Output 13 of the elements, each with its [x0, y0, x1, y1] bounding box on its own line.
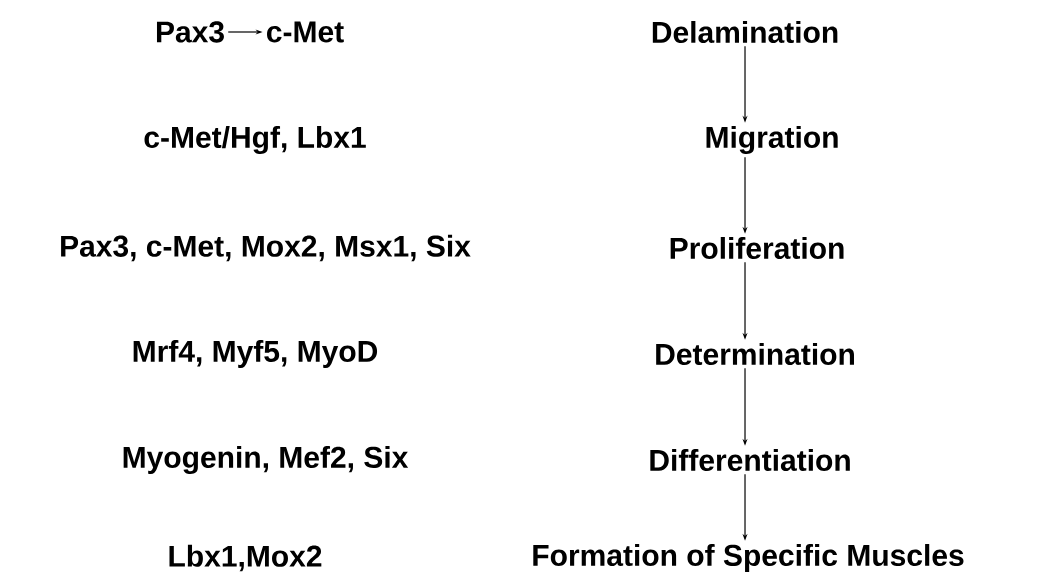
gene-list: Lbx1,Mox2	[169, 544, 322, 572]
stage-label: Proliferation	[670, 237, 844, 259]
stage-label: Formation of Specific Muscles	[533, 544, 964, 572]
stage-label: Determination	[656, 343, 854, 365]
stage-label: Pax3	[157, 21, 224, 43]
stage-label: c-Met	[267, 21, 344, 43]
gene-list: c-Met/Hgf, Lbx1	[144, 125, 366, 155]
stage-label: Migration	[706, 125, 838, 155]
gene-list: Myogenin, Mef2, Six	[123, 445, 409, 475]
gene-list: Mrf4, Myf5, MyoD	[133, 340, 378, 368]
stage-label: Delamination	[652, 21, 838, 43]
stage-label: Differentiation	[650, 449, 850, 472]
gene-list: Pax3, c-Met, Mox2, Msx1, Six	[61, 234, 471, 262]
